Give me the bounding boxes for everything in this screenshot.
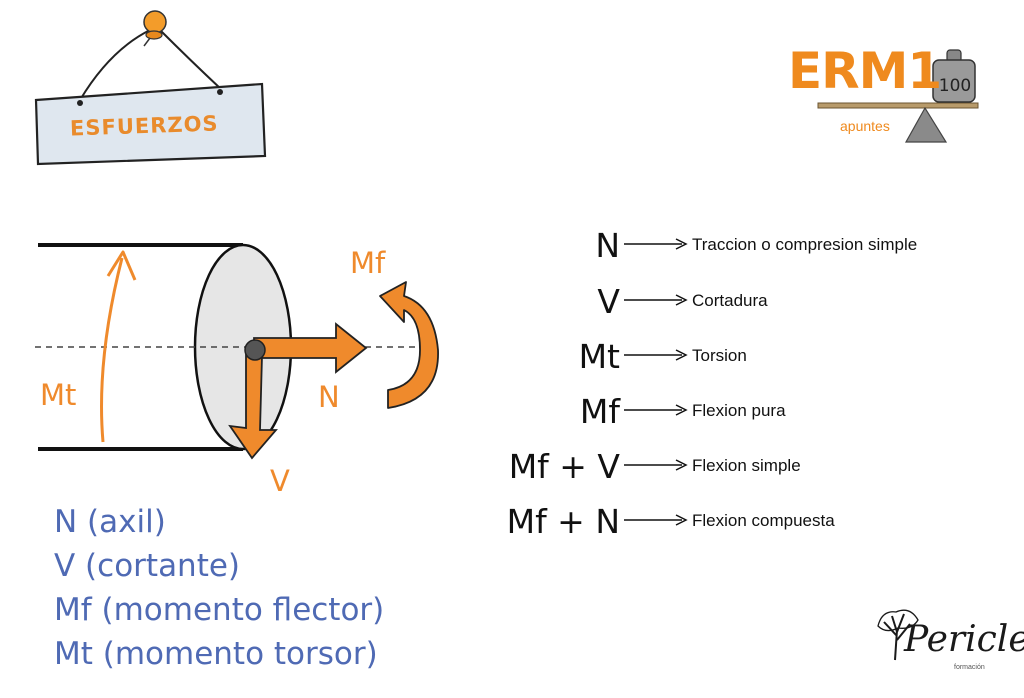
weight-label: 100 [938,76,972,96]
relation-description: Flexion simple [692,456,801,475]
legend-item-momento-flector: Mf (momento flector) [54,592,385,628]
relation-description: Torsion [692,346,747,365]
label-mf: Mf [350,246,386,280]
mt-arrow [100,250,137,443]
relation-description: Flexion compuesta [692,511,835,530]
relation-symbol: Mf [579,392,620,431]
tree-logo-icon [877,609,919,661]
weight-icon [932,49,976,103]
scale-logo [817,49,979,143]
brand-tagline: formación [954,664,985,671]
relation-arrows [624,238,688,526]
relation-description: Flexion pura [692,401,786,420]
relation-symbol: Mt [578,337,620,376]
brand-name: ericles [926,619,1024,660]
v-arrow [228,352,278,460]
relation-symbol: Mf + N [506,502,620,541]
label-n: N [318,380,340,414]
mf-arrow [379,281,439,409]
label-v: V [270,464,290,498]
relation-description: Traccion o compresion simple [692,235,918,254]
legend-item-axil: N (axil) [54,504,166,540]
relation-symbol: N [595,226,620,265]
relation-row: Mt Torsion [0,337,1024,377]
relation-description: Cortadura [692,291,768,310]
cross-section-center [244,339,266,361]
brand-initial: P [904,619,927,660]
pushpin-icon [143,10,167,47]
relation-row: N Traccion o compresion simple [0,226,1024,266]
relation-row: Mf Flexion pura [0,392,1024,432]
relation-row: Mf + N Flexion compuesta [0,502,1024,542]
relation-symbol: Mf + V [508,447,620,486]
label-mt: Mt [40,378,77,412]
legend-item-momento-torsor: Mt (momento torsor) [54,636,378,672]
logo-subtitle: apuntes [840,118,890,134]
brand-logo: Pericles [904,622,1024,658]
legend: N (axil) V (cortante) Mf (momento flecto… [54,500,384,676]
logo-title: ERM1 [788,42,942,100]
relation-symbol: V [597,282,620,321]
legend-item-cortante: V (cortante) [54,548,241,584]
hanging-sign [34,10,267,166]
relation-row: Mf + V Flexion simple [0,447,1024,487]
relation-row: V Cortadura [0,282,1024,322]
n-arrow [253,322,368,374]
